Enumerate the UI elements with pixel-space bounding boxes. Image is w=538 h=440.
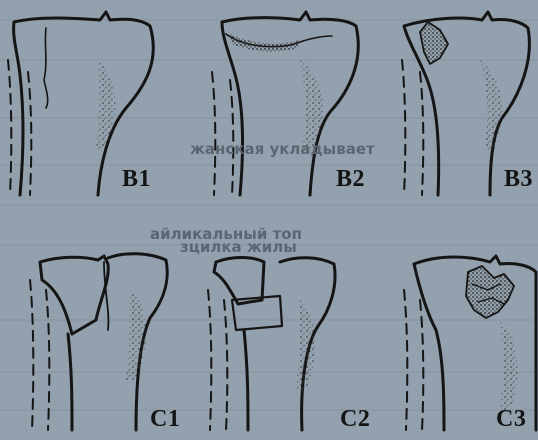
c1-shaft-left bbox=[68, 334, 72, 430]
b1-fibula-right bbox=[28, 72, 31, 195]
b1-shading bbox=[96, 60, 115, 150]
b1-fracture-line bbox=[44, 28, 48, 108]
c2-shaft-left bbox=[244, 330, 248, 430]
panel-label-c3: C3 bbox=[496, 406, 526, 433]
b3-shading bbox=[480, 60, 502, 150]
c1-shading bbox=[126, 290, 146, 380]
panel-label-b1: B1 bbox=[122, 166, 151, 193]
bleed-through-text-3: зцилка жилы bbox=[180, 238, 297, 256]
b3-fibula-left bbox=[402, 60, 405, 195]
paper-texture bbox=[0, 20, 538, 410]
c3-fibula-left bbox=[404, 290, 407, 430]
bleed-through-text-1: жанская укладывает bbox=[190, 140, 375, 158]
panel-label-c2: C2 bbox=[340, 406, 370, 433]
panel-c2-drawing bbox=[208, 258, 335, 431]
b2-fibula-left bbox=[212, 72, 215, 195]
panel-label-c1: C1 bbox=[150, 406, 180, 433]
b2-fibula-right bbox=[230, 80, 233, 195]
panel-c3-drawing bbox=[404, 256, 536, 430]
panel-label-b2: B2 bbox=[336, 166, 365, 193]
panel-label-b3: B3 bbox=[504, 166, 533, 193]
b3-fracture-fragment bbox=[420, 22, 448, 64]
b3-fibula-right bbox=[420, 72, 423, 195]
c3-shading bbox=[500, 320, 517, 410]
c1-fibula-left bbox=[30, 280, 33, 430]
c2-fibula-left bbox=[208, 290, 211, 430]
b1-fibula-left bbox=[8, 60, 11, 195]
c1-fibula-right bbox=[46, 290, 49, 430]
c3-lateral-side bbox=[414, 264, 444, 430]
c1-lateral-fragment bbox=[40, 256, 108, 334]
c2-shading bbox=[296, 300, 315, 390]
c3-comminuted-zone bbox=[466, 266, 514, 318]
panel-c1-drawing bbox=[30, 254, 167, 430]
b2-depression-shading bbox=[230, 34, 300, 51]
